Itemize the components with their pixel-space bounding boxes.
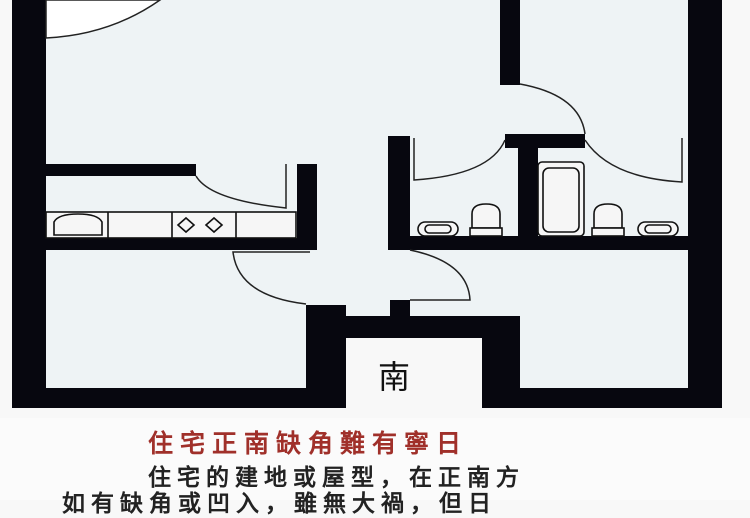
stove-burner-icon: [176, 216, 196, 234]
caption: 住宅正南缺角難有寧日 住宅的建地或屋型，在正南方 如有缺角或凹入，雖無大禍，但日: [0, 418, 750, 517]
caption-line-3: 如有缺角或凹入，雖無大禍，但日: [62, 490, 497, 517]
bathroom-fixtures: [417, 161, 679, 237]
walls: [12, 0, 722, 408]
floor-plan-diagram: [12, 0, 722, 408]
kitchen-counter: [45, 211, 297, 239]
bath-sink-right-icon: [637, 221, 679, 237]
door-swing-bath-left: [413, 138, 506, 181]
door-swing-kitchen: [195, 164, 287, 209]
door-swing-lower-right: [409, 249, 471, 301]
south-missing-corner: [345, 337, 482, 407]
toilet-right-icon: [593, 203, 623, 229]
toilet-left-icon: [471, 203, 501, 229]
south-direction-label: 南: [378, 358, 411, 396]
door-swing-upper-right: [519, 83, 586, 135]
bathtub-icon: [537, 161, 585, 237]
sink-icon: [53, 213, 103, 236]
door-swing-bath-right: [584, 138, 683, 183]
stove-burner-icon: [204, 216, 224, 234]
door-swing-top-left: [45, 0, 162, 39]
caption-title: 住宅正南缺角難有寧日: [148, 429, 469, 458]
bath-sink-left-icon: [417, 221, 459, 237]
door-swing-lower-left: [232, 251, 310, 305]
caption-line-2: 住宅的建地或屋型，在正南方: [148, 464, 525, 491]
